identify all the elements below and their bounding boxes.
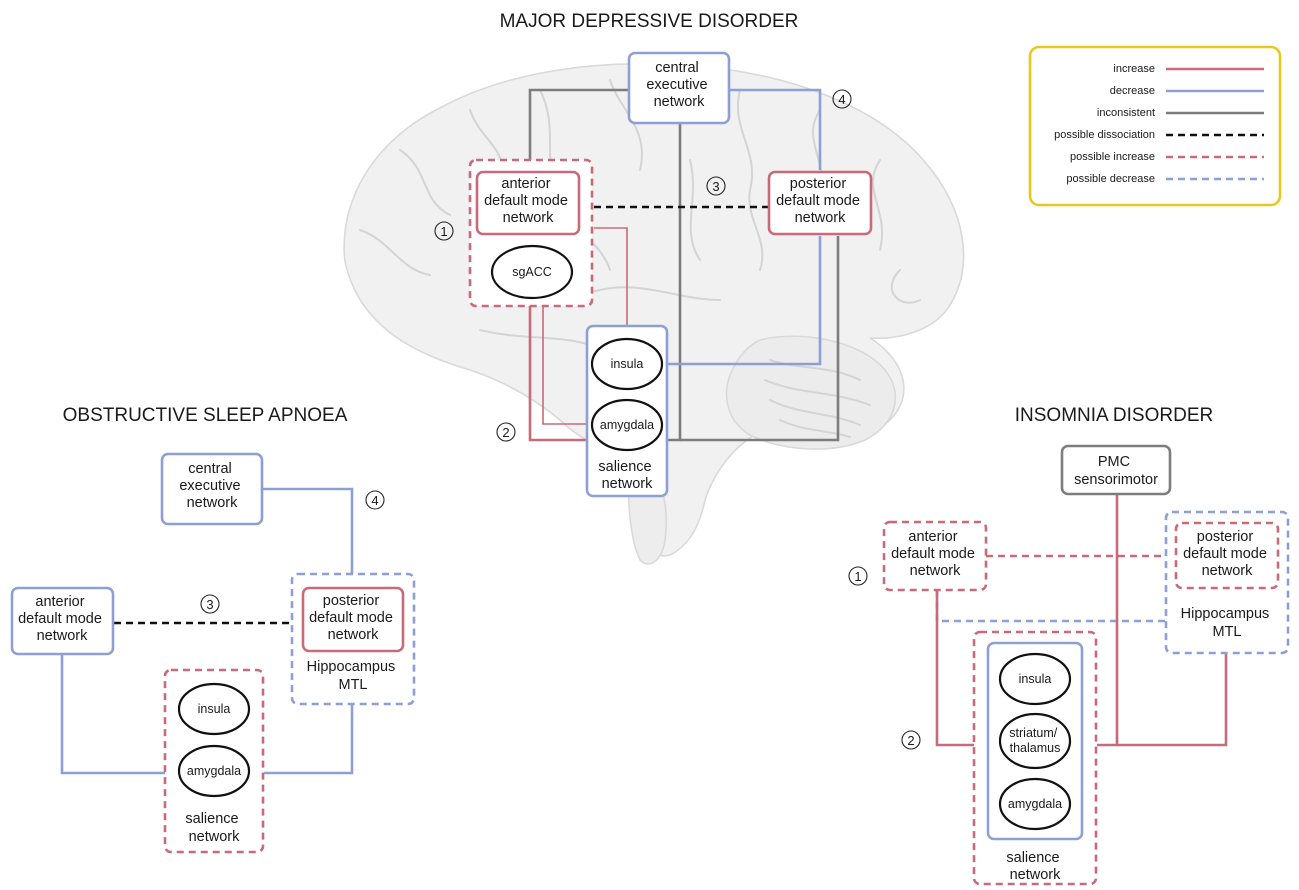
ins-adm-label: anterior default mode network	[891, 529, 979, 579]
legend-label-decrease: decrease	[1110, 85, 1155, 97]
osa-hippocampus-label: Hippocampus MTL	[307, 659, 400, 693]
osa-insula-node	[177, 682, 251, 736]
mdd-title: MAJOR DEPRESSIVE DISORDER	[500, 11, 799, 32]
svg-text:2: 2	[502, 425, 509, 440]
mdd-adm-node	[475, 170, 581, 236]
mdd-sgacc-amygdala-edge	[542, 302, 592, 425]
osa-adm-node	[10, 586, 115, 656]
osa-pdm-label: posterior default mode network	[309, 593, 397, 643]
ins-striatum-label: striatum/ thalamus	[1009, 726, 1060, 755]
mdd-cen-pdm-edge	[728, 88, 822, 170]
mdd-cen-label: central executive network	[646, 60, 711, 110]
mdd-salience-label: salience network	[598, 459, 655, 492]
mdd-amygdala-node	[590, 398, 664, 452]
mdd-amygdala-label: amygdala	[600, 418, 654, 432]
mdd-markers: 1 2 3 4	[434, 89, 852, 442]
mdd-insula-label: insula	[611, 357, 644, 371]
ins-adm-node	[882, 520, 988, 592]
svg-text:1: 1	[854, 569, 861, 584]
ins-salience-label: salience network	[1006, 850, 1063, 883]
osa-adm-label: anterior default mode network	[18, 594, 106, 644]
ins-adm-hippo-edge	[935, 590, 1166, 623]
svg-text:3: 3	[712, 179, 719, 194]
mdd-pdm-node	[767, 170, 873, 236]
insomnia-title: INSOMNIA DISORDER	[1015, 405, 1213, 426]
ins-insula-label: insula	[1019, 672, 1052, 686]
legend-label-increase: increase	[1113, 63, 1155, 75]
osa-connections	[60, 487, 354, 775]
insomnia-connections	[935, 494, 1228, 747]
mdd-adm-amygdala-edge	[528, 306, 587, 442]
svg-text:4: 4	[371, 493, 378, 508]
ins-amygdala-node	[998, 777, 1072, 831]
legend-label-possible-increase: possible increase	[1070, 151, 1155, 163]
osa-amygdala-node	[177, 744, 251, 798]
legend-box	[1028, 45, 1282, 207]
ins-pdm-node	[1174, 521, 1280, 590]
osa-cen-node	[160, 452, 264, 526]
legend-label-possible-decrease: possible decrease	[1066, 173, 1155, 185]
ins-striatum-node	[998, 712, 1072, 770]
ins-pmc-node	[1060, 444, 1172, 496]
ins-insula-node	[998, 652, 1072, 706]
osa-adm-salience-edge	[60, 654, 165, 775]
osa-amygdala-label: amygdala	[187, 764, 241, 778]
mdd-connections	[528, 88, 840, 442]
osa-insula-label: insula	[198, 702, 231, 716]
osa-salience-label: salience network	[185, 811, 242, 845]
insomnia-markers: 1 2	[848, 566, 921, 750]
mdd-adm-label: anterior default mode network	[484, 176, 572, 226]
mdd-cen-node	[627, 51, 731, 125]
osa-cen-hippo-edge	[262, 487, 354, 574]
osa-title: OBSTRUCTIVE SLEEP APNOEA	[63, 405, 348, 426]
svg-text:4: 4	[838, 92, 845, 107]
legend-label-inconsistent: inconsistent	[1097, 107, 1155, 119]
mdd-adm-insula-edge	[594, 227, 628, 344]
ins-amygdala-label: amygdala	[1008, 797, 1062, 811]
ins-pdm-label: posterior default mode network	[1183, 529, 1271, 579]
osa-cen-label: central executive network	[179, 461, 244, 511]
mdd-pdm-label: posterior default mode network	[776, 176, 864, 226]
ins-pmc-salience-edge	[1097, 494, 1119, 747]
legend-label-dissociation: possible dissociation	[1054, 129, 1155, 141]
mdd-sgacc-label: sgACC	[512, 265, 552, 279]
mdd-cen-adm-edge	[528, 88, 629, 170]
ins-pmc-label: PMC sensorimotor	[1074, 454, 1158, 488]
ins-adm-salience-edge	[935, 590, 974, 747]
osa-pdm-node	[301, 586, 405, 653]
svg-text:3: 3	[206, 597, 213, 612]
ins-hippo-salience-edge	[1117, 653, 1228, 747]
legend: increase decrease inconsistent possible …	[1028, 45, 1282, 207]
svg-text:1: 1	[440, 224, 447, 239]
mdd-pdm-amygdala-edge	[680, 236, 840, 442]
mdd-pdm-insula-edge	[664, 236, 822, 366]
ins-hippocampus-label: Hippocampus MTL	[1181, 606, 1274, 640]
svg-text:2: 2	[907, 733, 914, 748]
osa-salience-hippo-edge	[264, 704, 354, 775]
osa-markers: 3 4	[200, 490, 385, 614]
mdd-sgacc-node	[490, 244, 574, 300]
mdd-insula-node	[590, 337, 664, 391]
